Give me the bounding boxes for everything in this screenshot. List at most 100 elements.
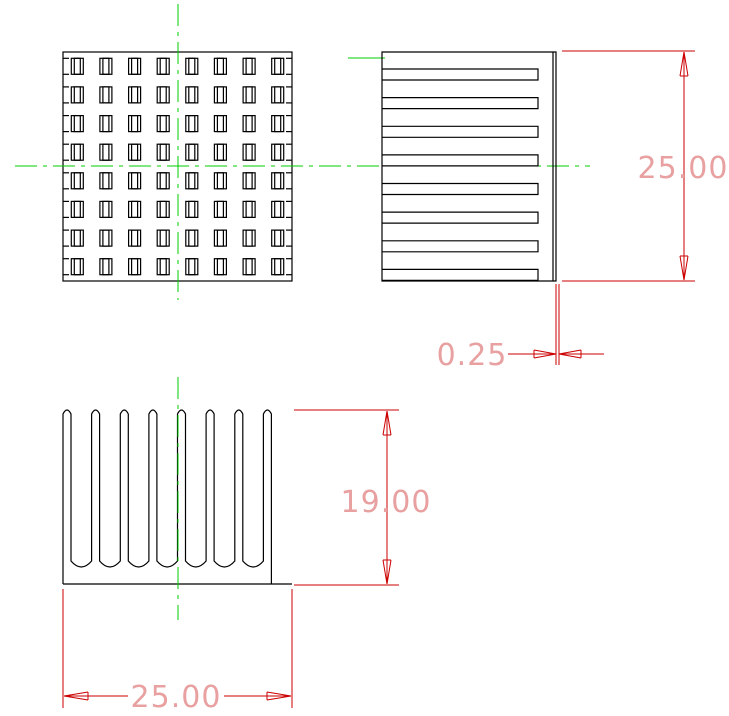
pin-inner [102, 229, 110, 247]
pin-outer [185, 172, 199, 190]
front-width-arrow-right [266, 691, 292, 701]
pin-inner [188, 229, 196, 247]
pin-outer [213, 258, 227, 276]
pin-outer [128, 200, 142, 218]
side-slot [382, 154, 539, 167]
pin-outer [242, 258, 256, 276]
pin-inner [159, 258, 167, 276]
side-view [381, 51, 557, 282]
pin-outer [70, 172, 84, 190]
pin-inner [73, 86, 81, 104]
pin-outer [242, 86, 256, 104]
pin-inner [102, 57, 110, 75]
pin-inner [159, 114, 167, 133]
pin-outer [185, 258, 199, 276]
front-view-fin-profile [62, 409, 272, 584]
pin-outer [156, 86, 170, 104]
pin-inner [131, 258, 139, 276]
pin-inner [274, 114, 282, 133]
pin-outer [213, 57, 227, 75]
pin-outer [70, 143, 84, 161]
pin-outer [99, 114, 113, 133]
front-width-label: 25.00 [131, 680, 222, 715]
pin-outer [128, 114, 142, 133]
pin-inner [245, 114, 253, 133]
pin-inner [188, 172, 196, 190]
side-dim-arrow-top [679, 51, 689, 77]
pin-inner [131, 172, 139, 190]
front-height-label: 19.00 [341, 485, 432, 520]
pin-outer [271, 57, 285, 75]
pin-outer [271, 172, 285, 190]
pin-inner [102, 200, 110, 218]
pin-outer [70, 86, 84, 104]
pin-outer [213, 200, 227, 218]
pin-outer [242, 200, 256, 218]
pin-inner [159, 172, 167, 190]
pin-inner [216, 229, 224, 247]
pin-outer [213, 143, 227, 161]
pin-inner [159, 143, 167, 161]
pin-outer [70, 114, 84, 133]
pin-inner [274, 229, 282, 247]
pin-outer [99, 86, 113, 104]
pin-inner [188, 143, 196, 161]
pin-outer [156, 172, 170, 190]
front-height-dimension [294, 409, 399, 586]
pin-inner [188, 86, 196, 104]
thickness-arrow-right [558, 349, 582, 359]
pin-inner [73, 200, 81, 218]
pin-inner [216, 172, 224, 190]
pin-inner [274, 143, 282, 161]
pin-inner [73, 172, 81, 190]
pin-outer [128, 229, 142, 247]
pin-inner [159, 57, 167, 75]
pin-inner [245, 143, 253, 161]
pin-outer [271, 200, 285, 218]
pin-inner [188, 57, 196, 75]
side-slot [382, 125, 539, 138]
pin-inner [274, 258, 282, 276]
pin-outer [128, 57, 142, 75]
side-slot [382, 240, 539, 253]
pin-inner [245, 57, 253, 75]
pin-inner [102, 258, 110, 276]
pin-outer [185, 86, 199, 104]
pin-outer [271, 86, 285, 104]
top-view-pin-grid [63, 57, 292, 276]
pin-inner [274, 57, 282, 75]
pin-inner [274, 86, 282, 104]
side-dim-arrow-bottom [679, 255, 689, 281]
pin-outer [128, 86, 142, 104]
pin-inner [131, 114, 139, 133]
pin-inner [102, 114, 110, 133]
side-slot [382, 68, 539, 81]
side-dimension-25 [562, 50, 695, 282]
pin-outer [156, 114, 170, 133]
pin-inner [73, 57, 81, 75]
pin-outer [242, 114, 256, 133]
fin-thickness-label: 0.25 [437, 338, 508, 373]
pin-outer [213, 86, 227, 104]
pin-outer [99, 229, 113, 247]
pin-outer [185, 57, 199, 75]
pin-inner [73, 114, 81, 133]
pin-outer [271, 143, 285, 161]
side-slot [382, 211, 539, 224]
pin-outer [185, 229, 199, 247]
side-slot [382, 97, 539, 110]
top-view [62, 51, 293, 282]
pin-outer [99, 143, 113, 161]
pin-outer [185, 114, 199, 133]
pin-outer [213, 114, 227, 133]
pin-inner [159, 200, 167, 218]
pin-inner [102, 172, 110, 190]
pin-outer [128, 143, 142, 161]
pin-inner [216, 57, 224, 75]
pin-outer [271, 114, 285, 133]
pin-outer [156, 143, 170, 161]
pin-inner [131, 143, 139, 161]
pin-inner [102, 143, 110, 161]
pin-outer [213, 229, 227, 247]
